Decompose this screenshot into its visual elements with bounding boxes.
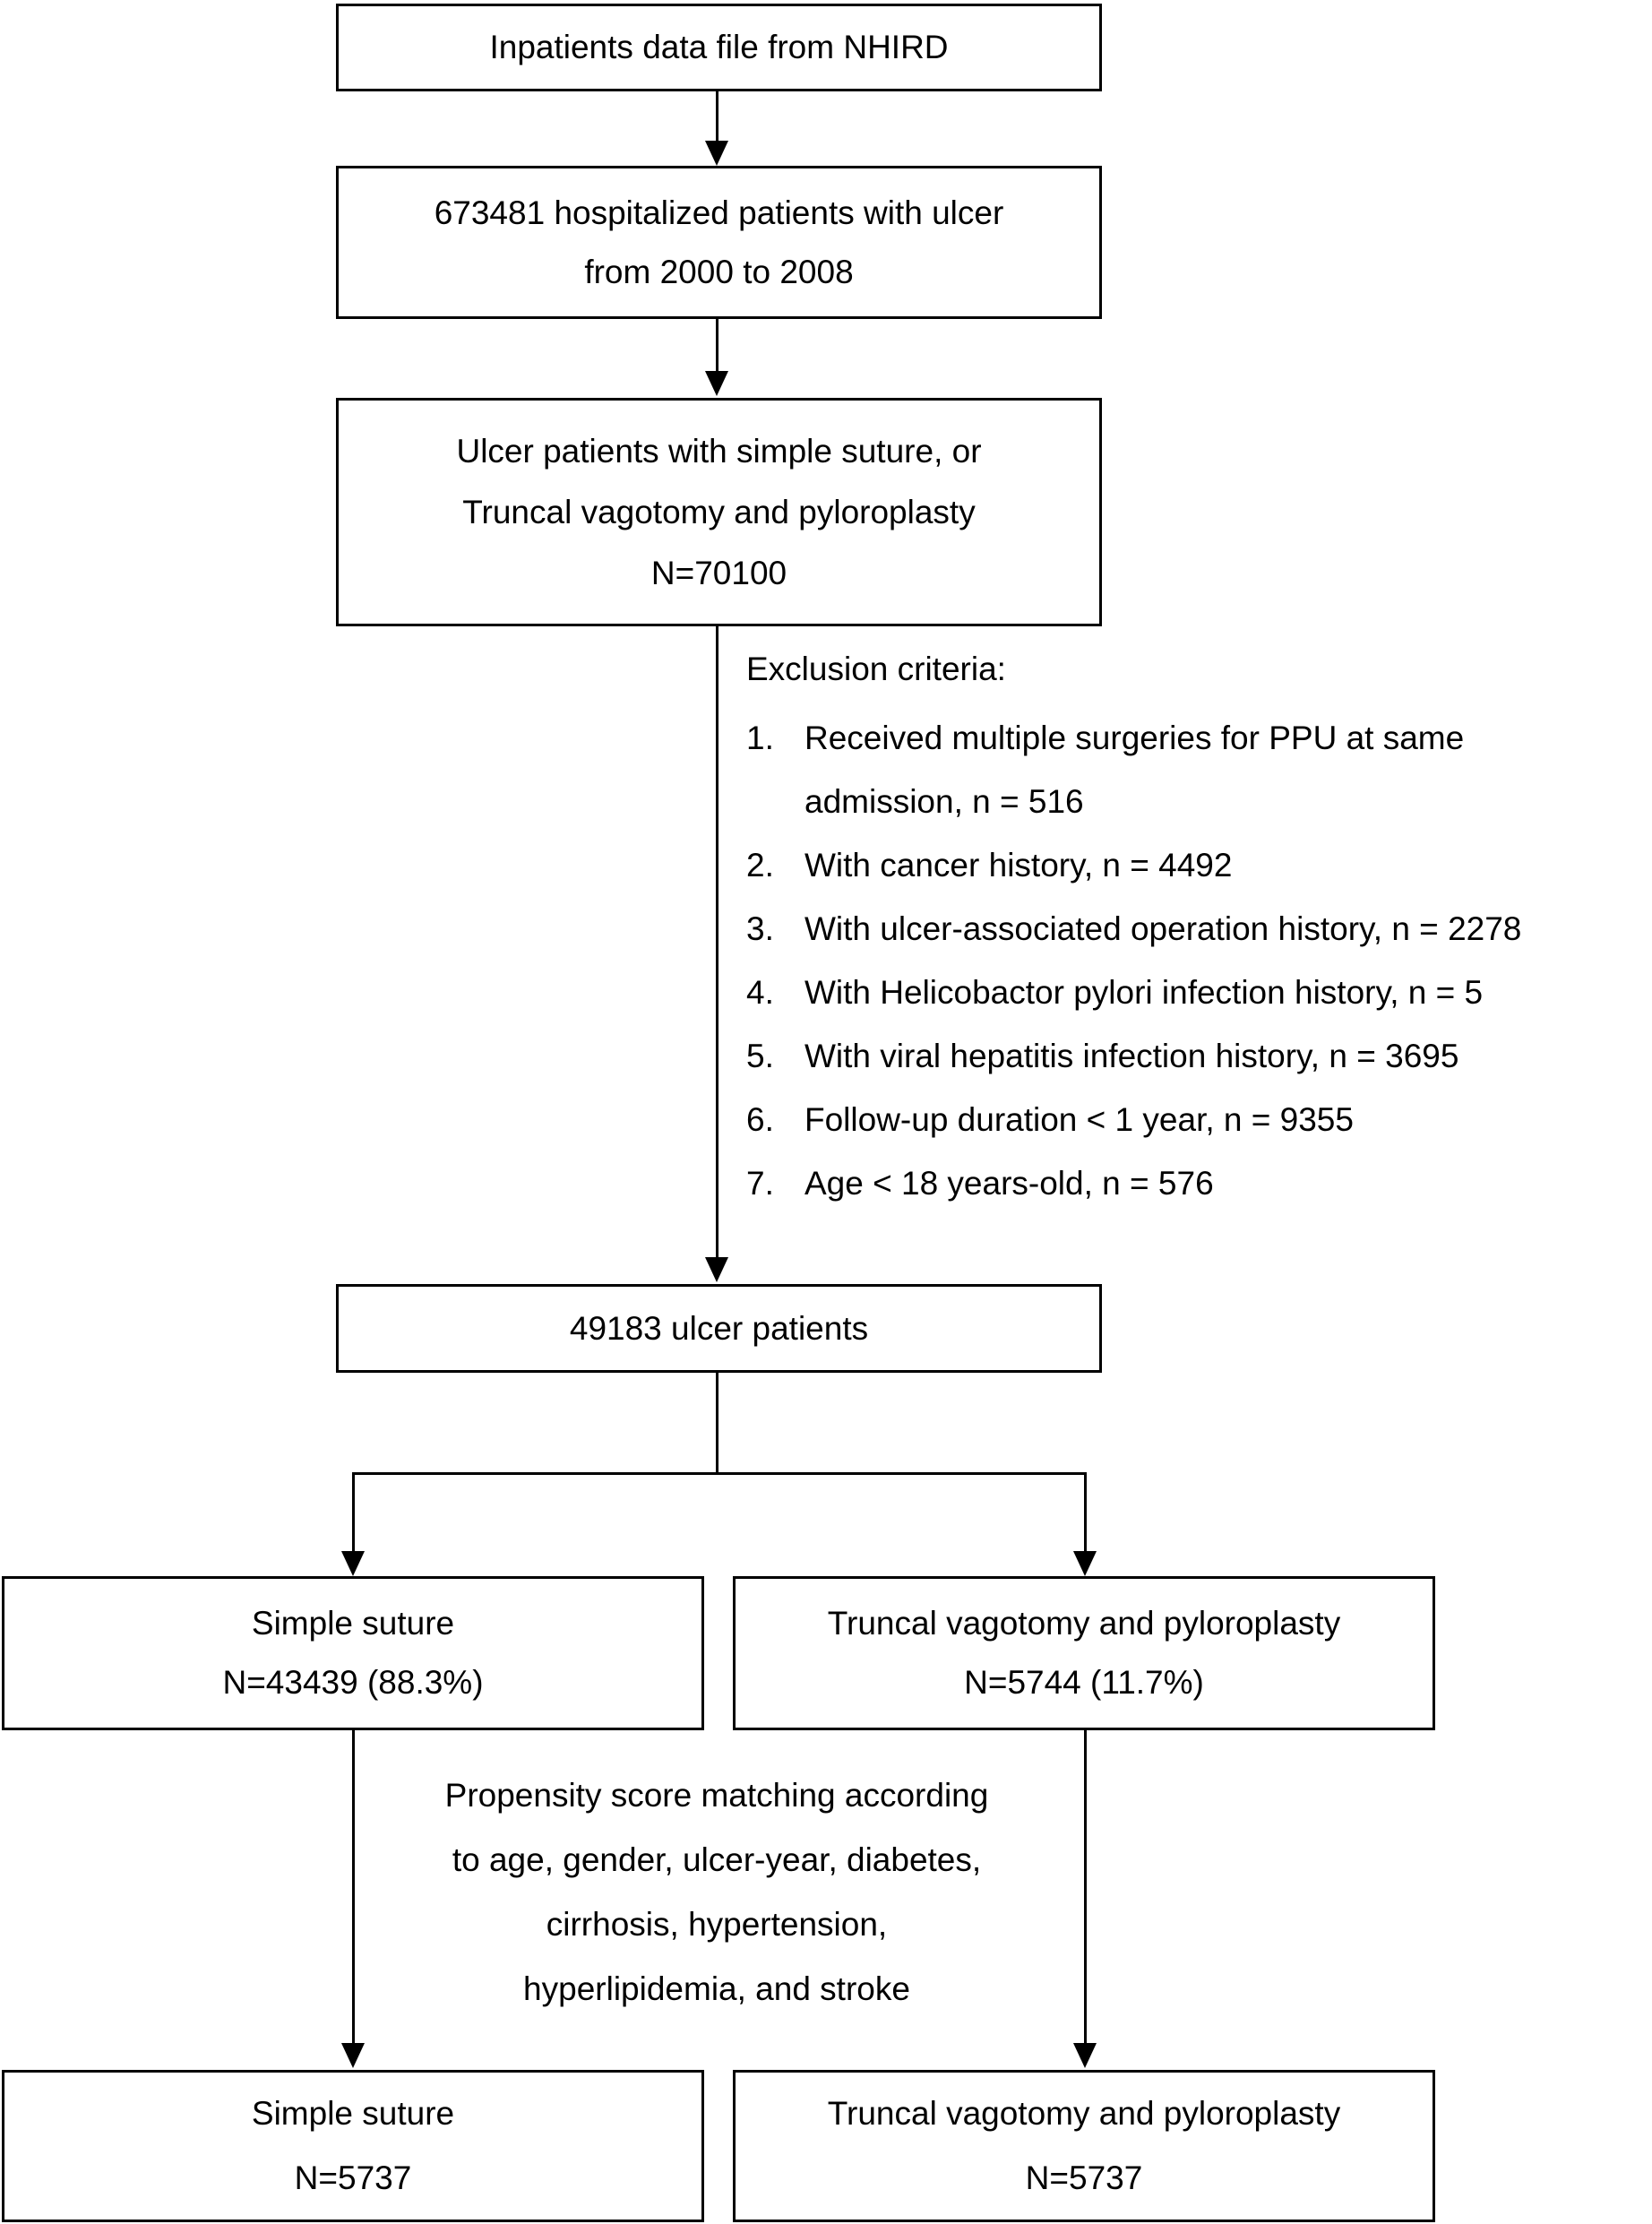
exclusion-item-text: Age < 18 years-old, n = 576 bbox=[804, 1165, 1214, 1202]
arrow-to-simple-suture-line bbox=[352, 1472, 355, 1551]
flow-box-source-text: Inpatients data file from NHIRD bbox=[489, 29, 949, 65]
arrow-hospitalized-to-cohort-head bbox=[705, 371, 728, 396]
exclusion-item: 5. With viral hepatitis infection histor… bbox=[746, 1024, 1652, 1088]
exclusion-item-number: 1. bbox=[746, 720, 774, 756]
matching-note-line3: cirrhosis, hypertension, bbox=[546, 1906, 888, 1943]
exclusion-item: 2. With cancer history, n = 4492 bbox=[746, 833, 1652, 897]
exclusion-item-text: Follow-up duration < 1 year, n = 9355 bbox=[804, 1101, 1354, 1138]
arrow-to-simple-suture-head bbox=[341, 1551, 365, 1576]
flow-box-simple-suture: Simple suture N=43439 (88.3%) bbox=[2, 1576, 704, 1730]
matching-note-line2: to age, gender, ulcer-year, diabetes, bbox=[452, 1841, 982, 1878]
flow-box-after-exclusion: 49183 ulcer patients bbox=[336, 1284, 1102, 1373]
arrow-vagotomy-to-matched-line bbox=[1084, 1730, 1087, 2043]
matching-note-line1: Propensity score matching according bbox=[444, 1777, 989, 1814]
flow-box-vagotomy-matched-line2: N=5737 bbox=[1025, 2159, 1143, 2196]
arrow-hospitalized-to-cohort-line bbox=[716, 319, 718, 371]
exclusion-item: 4. With Helicobactor pylori infection hi… bbox=[746, 961, 1652, 1024]
exclusion-item-number: 5. bbox=[746, 1038, 774, 1074]
exclusion-item-text: With cancer history, n = 4492 bbox=[804, 847, 1233, 884]
exclusion-item-number: 7. bbox=[746, 1165, 774, 1202]
exclusion-criteria-items: 1. Received multiple surgeries for PPU a… bbox=[746, 706, 1652, 1215]
matching-note-line4: hyperlipidemia, and stroke bbox=[523, 1970, 910, 2007]
arrow-to-vagotomy-head bbox=[1073, 1551, 1097, 1576]
flow-box-simple-suture-line2: N=43439 (88.3%) bbox=[222, 1664, 484, 1701]
branch-splitter-line bbox=[352, 1472, 1086, 1475]
exclusion-item-text: With viral hepatitis infection history, … bbox=[804, 1038, 1459, 1074]
arrow-simple-suture-to-matched-head bbox=[341, 2043, 365, 2068]
flow-box-simple-suture-matched-line2: N=5737 bbox=[294, 2159, 412, 2196]
exclusion-item: 7. Age < 18 years-old, n = 576 bbox=[746, 1151, 1652, 1215]
flow-box-surgery-cohort-line3: N=70100 bbox=[650, 554, 787, 591]
matching-note: Propensity score matching according to a… bbox=[358, 1763, 1075, 2021]
flow-box-vagotomy: Truncal vagotomy and pyloroplasty N=5744… bbox=[733, 1576, 1435, 1730]
exclusion-item: 3. With ulcer-associated operation histo… bbox=[746, 897, 1652, 961]
flow-box-hospitalized: 673481 hospitalized patients with ulcer … bbox=[336, 166, 1102, 319]
connector-eligible-to-splitter bbox=[716, 1373, 718, 1475]
arrow-source-to-hospitalized-head bbox=[705, 141, 728, 166]
flow-box-hospitalized-line1: 673481 hospitalized patients with ulcer bbox=[434, 194, 1004, 231]
exclusion-item: 6. Follow-up duration < 1 year, n = 9355 bbox=[746, 1088, 1652, 1151]
flow-box-surgery-cohort-line1: Ulcer patients with simple suture, or bbox=[456, 432, 982, 470]
flow-box-surgery-cohort: Ulcer patients with simple suture, or Tr… bbox=[336, 398, 1102, 626]
arrow-source-to-hospitalized-line bbox=[716, 91, 718, 141]
arrow-vagotomy-to-matched-head bbox=[1073, 2043, 1097, 2068]
flow-box-hospitalized-line2: from 2000 to 2008 bbox=[584, 253, 854, 290]
flow-box-surgery-cohort-line2: Truncal vagotomy and pyloroplasty bbox=[462, 493, 976, 530]
exclusion-item-text-line: Received multiple surgeries for PPU at s… bbox=[804, 720, 1465, 756]
flow-box-vagotomy-line2: N=5744 (11.7%) bbox=[964, 1664, 1204, 1701]
exclusion-item-number: 2. bbox=[746, 847, 774, 884]
exclusion-item-text-line: admission, n = 516 bbox=[804, 783, 1084, 820]
flow-box-vagotomy-matched-line1: Truncal vagotomy and pyloroplasty bbox=[827, 2095, 1341, 2132]
flow-box-vagotomy-matched: Truncal vagotomy and pyloroplasty N=5737 bbox=[733, 2070, 1435, 2222]
exclusion-criteria-list: Exclusion criteria: 1. Received multiple… bbox=[746, 638, 1652, 1215]
arrow-simple-suture-to-matched-line bbox=[352, 1730, 355, 2043]
flow-box-simple-suture-line1: Simple suture bbox=[251, 1605, 455, 1642]
exclusion-item-number: 3. bbox=[746, 910, 774, 947]
exclusion-item: 1. Received multiple surgeries for PPU a… bbox=[746, 706, 1652, 833]
flow-box-simple-suture-matched: Simple suture N=5737 bbox=[2, 2070, 704, 2222]
flow-box-vagotomy-line1: Truncal vagotomy and pyloroplasty bbox=[827, 1605, 1341, 1642]
exclusion-item-text: Received multiple surgeries for PPU at s… bbox=[804, 706, 1652, 833]
exclusion-item-number: 4. bbox=[746, 974, 774, 1011]
flow-box-source: Inpatients data file from NHIRD bbox=[336, 4, 1102, 91]
exclusion-item-text: With Helicobactor pylori infection histo… bbox=[804, 974, 1484, 1011]
arrow-cohort-to-eligible-head bbox=[705, 1257, 728, 1282]
arrow-to-vagotomy-line bbox=[1084, 1472, 1087, 1551]
exclusion-item-text: With ulcer-associated operation history,… bbox=[804, 910, 1522, 947]
flow-box-after-exclusion-text: 49183 ulcer patients bbox=[569, 1309, 869, 1347]
flow-box-simple-suture-matched-line1: Simple suture bbox=[251, 2095, 455, 2132]
exclusion-item-number: 6. bbox=[746, 1101, 774, 1138]
arrow-cohort-to-eligible-line bbox=[716, 626, 718, 1257]
exclusion-criteria-title: Exclusion criteria: bbox=[746, 651, 1006, 687]
